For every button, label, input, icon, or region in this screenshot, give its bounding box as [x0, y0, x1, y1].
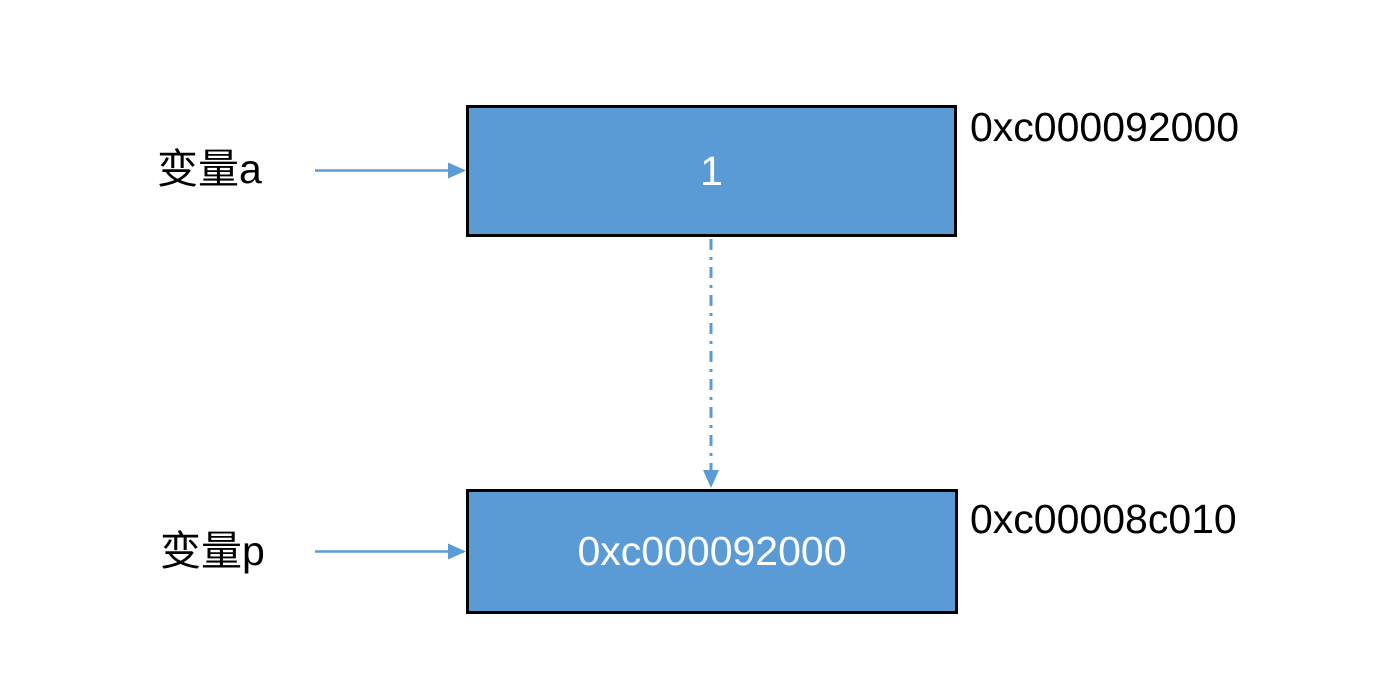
memory-box-p-value: 0xc000092000: [577, 528, 847, 574]
memory-box-a-address: 0xc000092000: [970, 104, 1240, 150]
memory-box-p: 0xc000092000: [466, 489, 958, 614]
memory-box-p-address: 0xc00008c010: [970, 496, 1237, 542]
memory-box-a-value: 1: [700, 147, 723, 194]
memory-box-a: 1: [466, 105, 957, 237]
variable-p-label: 变量p: [160, 528, 265, 574]
variable-a-label: 变量a: [157, 146, 262, 192]
